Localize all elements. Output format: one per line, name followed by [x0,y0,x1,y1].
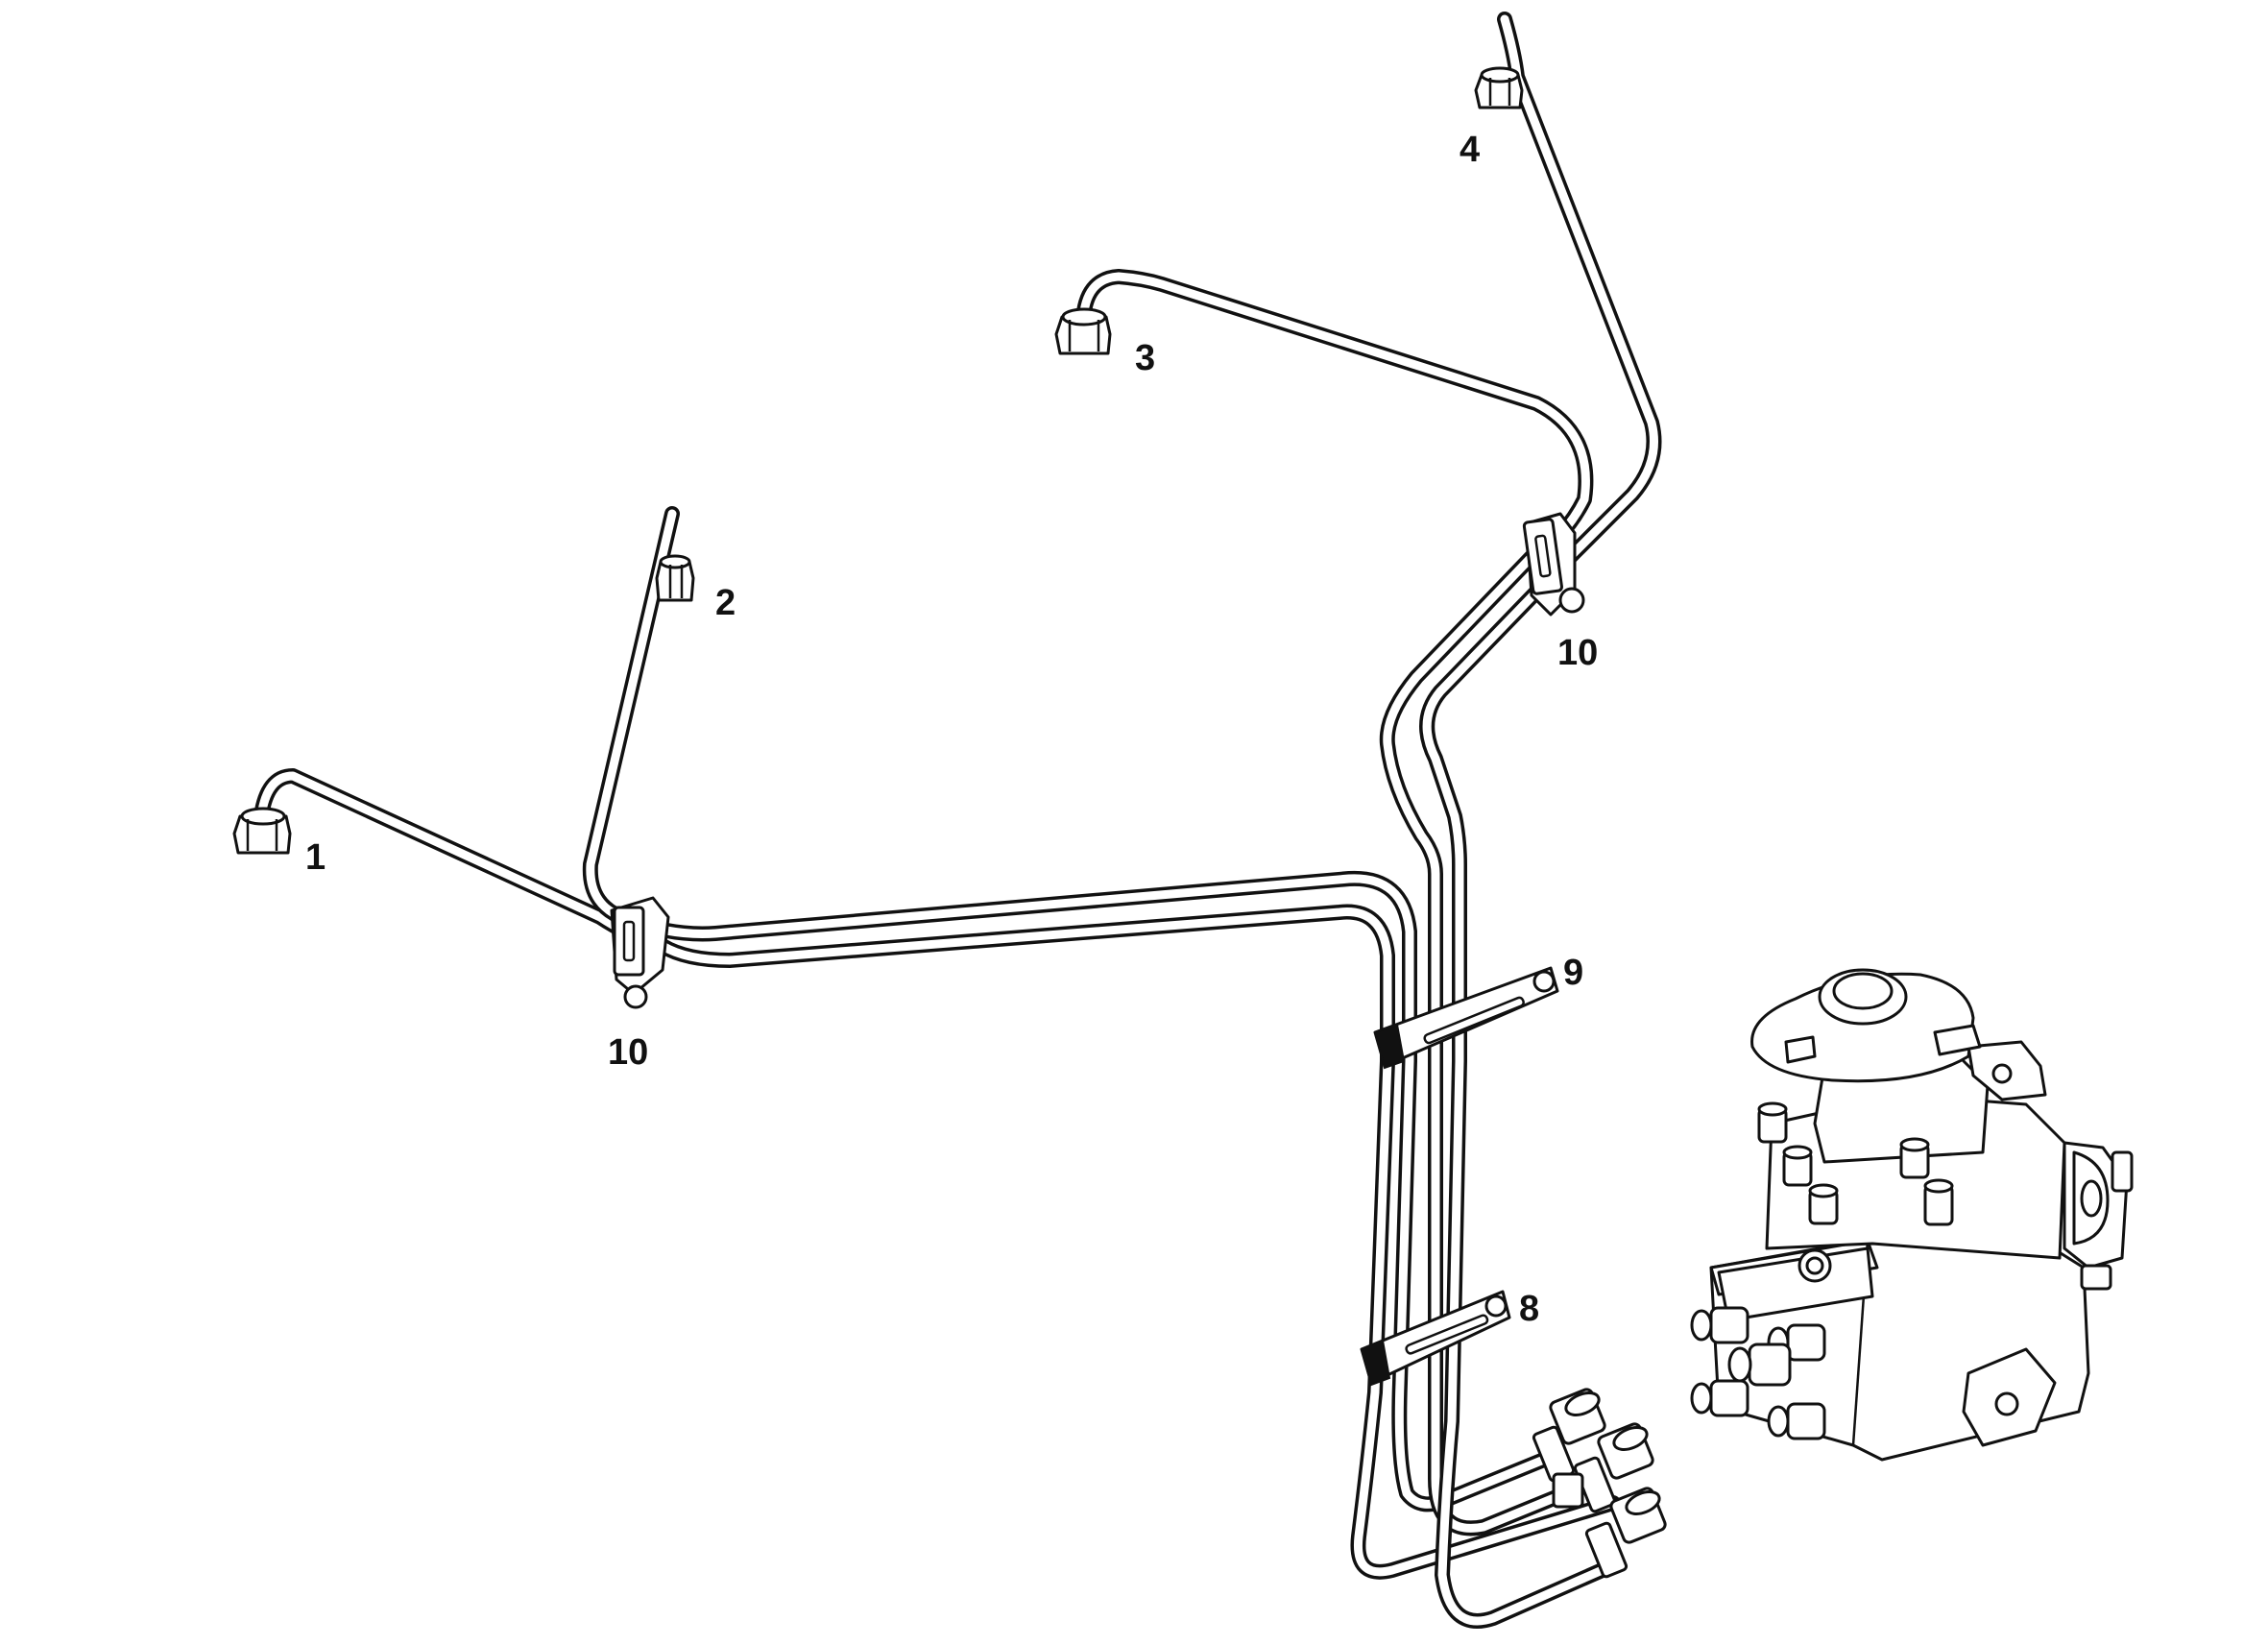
pump-nut-d [1552,1472,1584,1509]
injection-line-1 [253,768,1621,1580]
pump-nut-c [1584,1487,1667,1579]
injection-lines [253,12,1662,1629]
pump-nut-b [1573,1422,1654,1513]
injection-pump [1690,968,2134,1462]
pump-side-fittings [1757,1101,1954,1226]
callout-10-left: 10 [608,1032,648,1073]
callout-labels: 1 2 3 4 8 9 10 10 [305,130,1598,1329]
injector-nut-1 [232,807,292,855]
callout-10-right: 10 [1557,633,1598,673]
callout-3: 3 [1135,338,1155,378]
pump-end-nuts [1532,1388,1667,1579]
clamp-10-left [610,896,670,1009]
injection-line-4 [1419,12,1662,1629]
delivery-outlet-center [1727,1343,1792,1387]
clamp-8 [1360,1290,1511,1387]
injector-nut-4 [1474,66,1524,109]
callout-9: 9 [1563,953,1583,993]
delivery-outlet-3 [1690,1379,1749,1417]
delivery-outlet-4 [1767,1402,1826,1440]
callout-8: 8 [1519,1289,1539,1329]
callout-4: 4 [1460,130,1480,170]
injector-nut-3 [1054,307,1112,355]
clamp-10-right [1522,512,1585,617]
injection-line-3 [1075,269,1597,1536]
callout-2: 2 [715,583,736,623]
callout-1: 1 [305,837,326,878]
clamp-9 [1373,966,1559,1070]
pump-nut-a [1532,1388,1606,1483]
injector-nut-2 [655,554,695,602]
delivery-outlet-1 [1690,1306,1749,1344]
